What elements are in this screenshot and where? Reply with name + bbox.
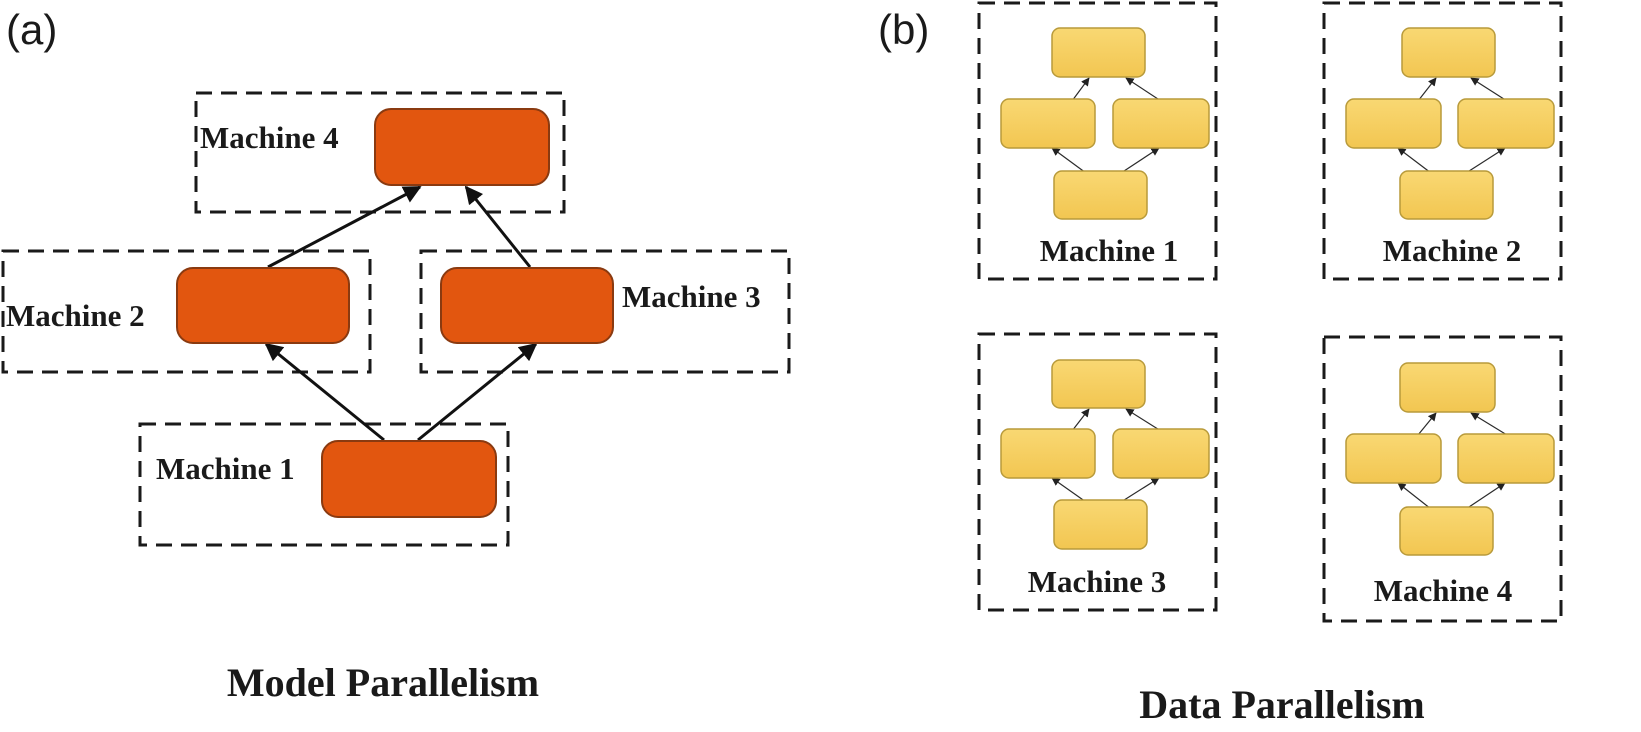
data-node-left [1345,98,1442,149]
small-arrow [1397,147,1432,174]
small-arrow [1120,477,1160,503]
data-node-top [1051,27,1146,78]
arrow-m3-to-m4 [464,185,532,268]
data-machine-2-box [1322,1,1563,281]
panel-a-caption: Model Parallelism [227,660,539,705]
data-node-bottom [1399,170,1494,220]
machine-4-label: Machine 4 [200,120,339,155]
data-node-right [1457,433,1555,484]
data-machine-1-label: Machine 1 [1040,233,1179,268]
data-node-top [1401,27,1496,78]
data-node-right [1457,98,1555,149]
data-node-top [1051,359,1146,409]
small-arrow [1417,412,1437,436]
model-node-1 [321,440,497,518]
machine-3-box [419,249,791,374]
machine-4-box [194,91,566,214]
arrow-m2-to-m4 [267,185,422,269]
machine-3-label: Machine 3 [622,279,761,314]
machine-1-label: Machine 1 [156,451,295,486]
model-node-2 [176,267,350,344]
panel-a-tag: (a) [6,6,57,53]
small-arrow [1071,408,1090,432]
data-machine-3-label: Machine 3 [1028,564,1167,599]
data-machine-1: Machine 1 [977,1,1218,281]
machine-2-box [1,249,372,374]
data-node-left [1000,428,1096,479]
data-node-bottom [1399,506,1494,556]
small-arrow [1071,77,1090,102]
arrow-m1-to-m2 [264,342,385,442]
small-arrow [1417,77,1437,102]
small-arrow [1397,482,1432,510]
machine-2-label: Machine 2 [6,298,145,333]
data-node-bottom [1053,499,1148,550]
data-node-left [1000,98,1096,149]
arrow-m1-to-m3 [417,342,538,442]
small-arrow [1470,412,1508,436]
panel-b-caption: Data Parallelism [1139,682,1425,727]
panel-a: (a) Machine 4 Machine 2 Machine 3 Machin… [1,6,791,705]
small-arrow [1051,147,1087,174]
data-machine-2-label: Machine 2 [1383,233,1522,268]
small-arrow [1051,477,1087,503]
data-machine-4: Machine 4 [1322,335,1563,623]
data-node-right [1112,98,1210,149]
machine-1-box [138,422,510,547]
small-arrow [1125,408,1162,432]
data-machine-4-box [1322,335,1563,623]
small-arrow [1120,147,1160,174]
data-machine-3: Machine 3 [977,332,1218,612]
data-node-bottom [1053,170,1148,220]
small-arrow [1470,77,1508,102]
data-machine-3-box [977,332,1218,612]
small-arrow [1125,77,1162,102]
panel-b-tag: (b) [878,6,929,53]
data-machine-2: Machine 2 [1322,1,1563,281]
model-node-4 [374,108,550,186]
small-arrow [1465,482,1506,510]
data-machine-1-box [977,1,1218,281]
data-machine-4-label: Machine 4 [1374,573,1513,608]
data-node-left [1345,433,1442,484]
data-node-top [1399,362,1496,413]
data-node-right [1112,428,1210,479]
small-arrow [1465,147,1506,174]
model-node-3 [440,267,614,344]
panel-b: (b) Machine 1 Machine 2 [878,1,1563,727]
